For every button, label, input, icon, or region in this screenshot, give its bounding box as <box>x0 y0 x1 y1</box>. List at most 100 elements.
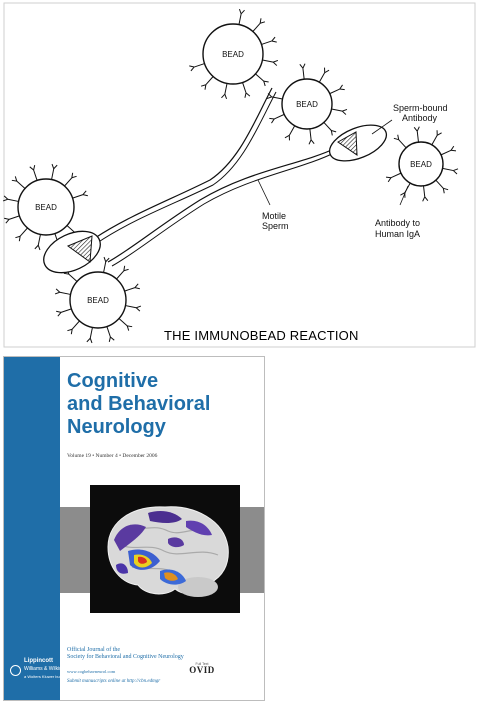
antibody-spike-stem <box>309 128 312 140</box>
antibody-spike-arm <box>4 217 10 220</box>
antibody-spike-arm <box>271 118 275 124</box>
antibody-spike-arm <box>244 92 247 98</box>
bead-left: BEAD <box>17 178 75 236</box>
antibody-spike-stem <box>252 22 261 32</box>
publisher-subname: Williams & Wilkins <box>24 666 65 672</box>
antibody-spike-arm <box>238 8 242 14</box>
antibody-spike-arm <box>55 288 61 293</box>
antibody-spike-arm <box>67 328 73 332</box>
journal-title: Cognitive and Behavioral Neurology <box>67 370 257 439</box>
antibody-spike-arm <box>200 84 207 87</box>
antibody-spike-arm <box>450 149 457 152</box>
antibody-spike-arm <box>342 108 348 112</box>
antibody-spike-arm <box>37 245 41 251</box>
antibody-spike-arm <box>310 139 315 145</box>
label-sperm: Sperm <box>262 221 289 231</box>
sperm-left <box>43 87 277 274</box>
antibody-spike-arm <box>302 63 306 69</box>
antibody-spike-stem <box>8 215 20 220</box>
antibody-spike-arm <box>29 166 34 171</box>
antibody-spike-arm <box>341 110 347 115</box>
antibody-spike-arm <box>135 307 141 312</box>
antibody-spike-arm <box>416 126 420 132</box>
antibody-spike-arm <box>413 126 418 132</box>
antibody-spike-arm <box>51 163 55 169</box>
antibody-spike-arm <box>3 195 9 200</box>
bead-top: BEAD <box>202 23 264 85</box>
antibody-spike-arm <box>18 236 21 242</box>
antibody-spike-stem <box>19 227 28 237</box>
antibody-spike-arm <box>263 80 269 83</box>
antibody-spike-arm <box>400 192 406 196</box>
antibody-spike-arm <box>397 134 400 140</box>
antibody-spike-arm <box>134 283 139 288</box>
antibody-spike-arm <box>2 198 8 202</box>
antibody-spike-arm <box>387 177 392 183</box>
antibody-spike-arm <box>71 175 77 179</box>
antibody-spike-arm <box>385 176 392 179</box>
pointer-antibody <box>371 119 393 135</box>
antibody-spike-arm <box>190 66 195 72</box>
antibody-spike-stem <box>318 72 326 83</box>
antibody-spike-arm <box>103 256 107 262</box>
antibody-spike-stem <box>242 82 247 94</box>
antibody-spikes <box>2 8 459 344</box>
publisher-tagline: a Wolters Kluwer business <box>24 674 72 679</box>
antibody-spike-arm <box>70 329 73 335</box>
antibody-spike-stem <box>302 68 305 80</box>
antibody-spike-arm <box>123 265 126 271</box>
antibody-spike-stem <box>442 167 454 172</box>
publisher-logo-icon <box>10 665 21 676</box>
antibody-spike-arm <box>33 165 36 171</box>
diagram-border <box>3 2 476 348</box>
antibody-spike-stem <box>103 261 107 273</box>
antibody-spike-stem <box>124 287 136 292</box>
antibody-spike-stem <box>323 122 332 131</box>
journal-title-line1: Cognitive <box>67 370 159 392</box>
antibody-spike-stem <box>331 108 343 112</box>
antibody-spike-arm <box>259 18 262 24</box>
antibody-spike-arm <box>53 164 58 170</box>
antibody-spike-arm <box>299 63 304 69</box>
antibody-spike-stem <box>390 172 402 179</box>
antibody-spike-arm <box>339 88 345 91</box>
antibody-spike-arm <box>11 179 17 182</box>
antibody-spike-stem <box>416 131 419 143</box>
antibody-spike-arm <box>442 188 445 194</box>
antibody-spike-stem <box>224 83 228 95</box>
bead-right: BEAD <box>398 141 444 187</box>
bead-bottom: BEAD <box>69 271 127 329</box>
antibody-spike-stem <box>64 177 73 187</box>
antibody-spike-stem <box>255 73 265 82</box>
bead-mid: BEAD <box>281 78 333 130</box>
antibody-spike-arm <box>453 168 459 172</box>
antibody-spike-arm <box>86 337 91 343</box>
antibody-spike-stem <box>329 88 340 95</box>
antibody-spike-stem <box>33 169 38 181</box>
antibody-spike-stem <box>262 59 274 63</box>
antibody-spike-stem <box>60 308 72 313</box>
antibody-spike-stem <box>106 326 111 338</box>
antibody-spike-arm <box>393 137 399 141</box>
bead-mid-label: BEAD <box>296 100 318 109</box>
antibody-spike-arm <box>450 145 455 151</box>
antibody-spike-arm <box>436 132 442 136</box>
label-human-iga: Human IgA <box>375 229 420 239</box>
antibody-spike-arm <box>266 96 272 100</box>
journal-title-line3: Neurology <box>67 416 166 438</box>
antibody-spike-stem <box>118 318 128 327</box>
antibody-spike-arm <box>221 93 226 99</box>
antibody-spike-arm <box>324 69 330 74</box>
antibody-spike-arm <box>123 268 129 272</box>
sperm-right <box>107 124 388 267</box>
antibody-spike-stem <box>89 327 93 339</box>
antibody-spike-arm <box>240 9 245 15</box>
journal-title-line2: and Behavioral <box>67 393 211 415</box>
antibody-spike-stem <box>16 180 26 189</box>
submit-manuscripts-text: Submit manuscripts online at http://cbn.… <box>67 679 161 684</box>
antibody-spike-arm <box>82 194 88 197</box>
journal-cover: Lippincott Williams & Wilkins a Wolters … <box>3 356 265 701</box>
antibody-spike-stem <box>116 270 125 280</box>
antibody-spike-arm <box>136 305 142 309</box>
antibody-spike-arm <box>5 219 10 224</box>
